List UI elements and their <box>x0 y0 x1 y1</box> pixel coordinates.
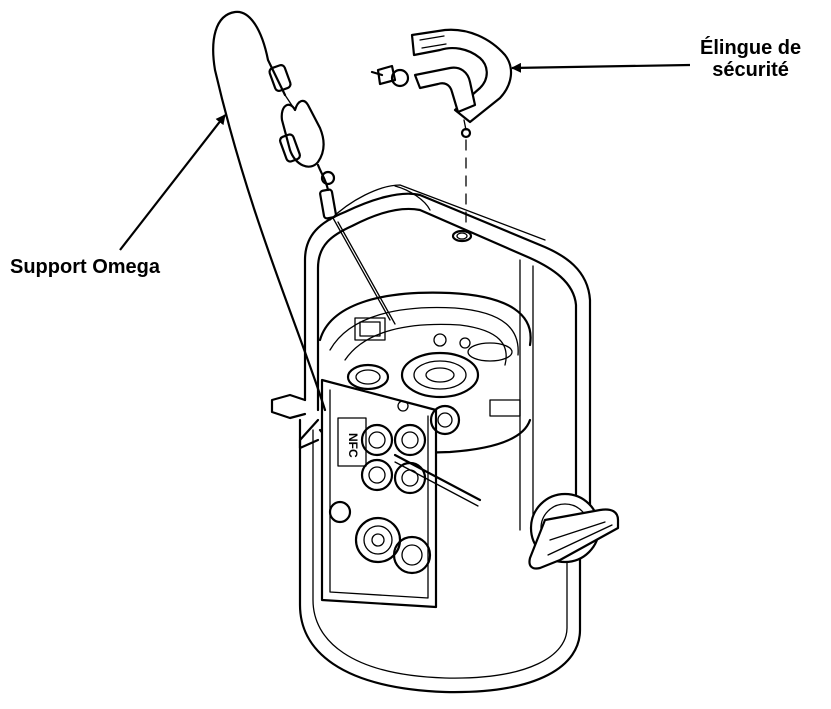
callout-arrows <box>119 62 691 251</box>
safety-cable-arrow <box>511 62 691 73</box>
safety-cable <box>212 10 396 412</box>
yoke-bracket <box>270 184 592 531</box>
safety-cable-label: Élingue de sécurité <box>700 37 801 81</box>
svg-text:NFC: NFC <box>346 433 360 458</box>
safety-cable-label-line1: Élingue de <box>700 37 802 59</box>
omega-arrow <box>119 114 226 251</box>
omega-bracket-label: Support Omega <box>10 256 161 278</box>
knob-assembly <box>528 492 620 570</box>
fixture-body: NFC <box>298 291 582 694</box>
safety-cable-label-line2: sécurité <box>712 59 789 81</box>
omega-clamp <box>370 28 513 226</box>
